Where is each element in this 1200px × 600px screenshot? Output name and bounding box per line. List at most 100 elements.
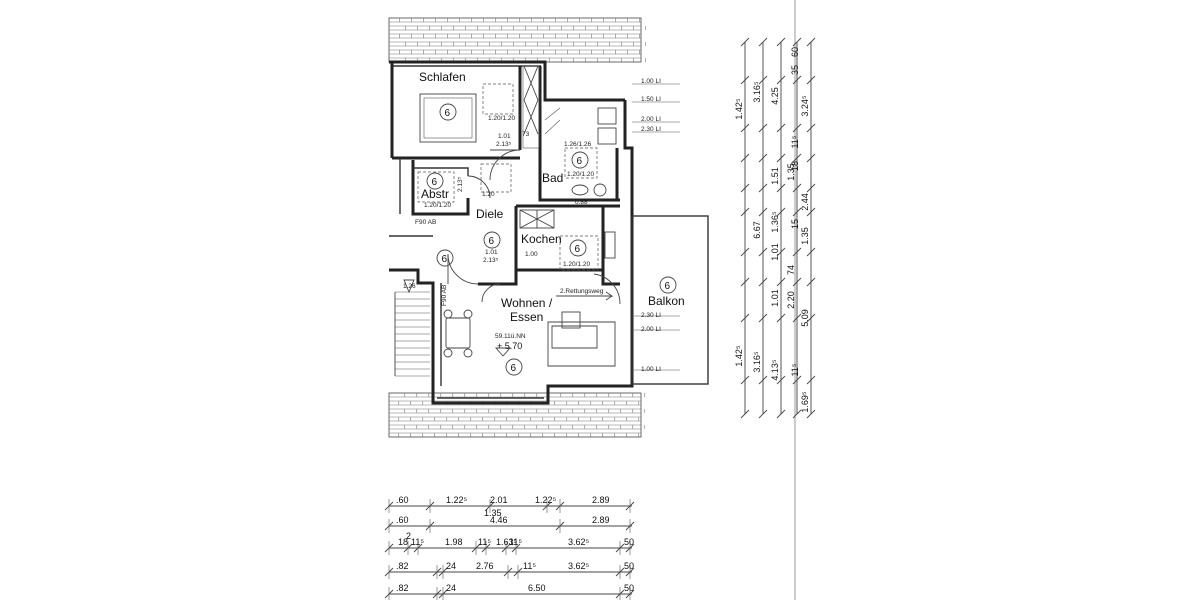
height-mark: 1.00 LI [641,78,661,85]
bottom-dim-label: 11⁵ [411,537,424,547]
room-balkon: Balkon [648,294,685,308]
height-marks [632,83,680,371]
note-elevation-ref: 59.11ü.NN [495,333,526,340]
bottom-dim-label: 24 [446,583,456,593]
bottom-dim-label: 11⁵ [523,561,536,571]
right-dim-label: 1.01 [770,289,780,307]
bottom-dim-label: 50 [624,583,634,593]
fixtures [394,65,709,385]
height-mark: 2.00 LI [641,326,661,333]
annotations: 2.Rettungsweg 59.11ü.NN + 5.70 F90 AB F9… [403,115,604,351]
bottom-dim-label: 1.63⁵ [496,537,518,547]
bottom-dim-label: 11⁵ [478,537,491,547]
marker-bad: 6 [577,156,583,167]
room-kochen: Kochen [521,232,562,246]
right-dim-label: 1.42⁵ [734,98,744,120]
bottom-dim-label: 4.46 [490,515,508,525]
right-dim-label: 1.01 [770,243,780,261]
marker-balkon: 6 [665,281,671,292]
bottom-dim-label: .60 [396,495,409,505]
marker-abstr: 6 [432,177,438,188]
bottom-dim-label: 3.62⁵ [568,537,590,547]
marker-kochen: 6 [575,244,581,255]
height-mark: 1.50 LI [641,96,661,103]
bottom-dim-label: 50 [624,537,634,547]
note-f90ab-vertical: F90 AB [441,285,448,306]
note-schlafen-door-a: 1.01 [498,133,511,140]
marker-wohnen: 6 [511,363,517,374]
bottom-dim-top: 2 [406,531,411,541]
bottom-dim-label: 6.50 [528,583,546,593]
right-dim-label: 35 [790,65,800,75]
right-dim-label: 6.67 [752,221,762,239]
height-mark: 2.00 LI [641,116,661,123]
right-dim-label: 60 [790,47,800,57]
roof-bottom [388,392,646,438]
right-dim-label: 11⁵ [790,135,800,148]
walls [389,60,634,405]
bottom-dim-label: .82 [396,561,409,571]
bottom-dim-label: 18 [398,537,408,547]
room-essen: Essen [510,310,543,324]
room-bad: Bad [542,171,563,185]
note-elevation: + 5.70 [497,341,522,351]
right-dim-label: 18 [790,161,800,171]
bottom-dim-label: .60 [396,515,409,525]
bottom-dim-label: 11⁵ [509,537,522,547]
room-markers: 6 6 6 6 6 6 6 6 [426,103,677,376]
right-dim-label: 1.51 [770,167,780,185]
height-mark: 2.30 LI [641,126,661,133]
note-schlafen-window: 1.20/1.20 [488,115,515,122]
room-labels: Schlafen Bad Abstr Diele Kochen Wohnen /… [419,70,685,324]
right-dim-label: 3.24⁵ [800,95,810,117]
right-dim-label: 1.35 [800,227,810,245]
right-dim-label: 3.16⁵ [752,81,762,103]
note-abstr-window: 1.20/1.20 [424,202,451,209]
bottom-dim-label: 1.22⁵ [446,495,468,505]
right-dim-label: 74 [786,265,796,275]
room-schlafen: Schlafen [419,70,466,84]
note-schlafen-door-b: 2.13⁵ [496,141,512,148]
marker-schlafen: 6 [445,108,451,119]
right-dim-label: 11⁵ [790,363,800,376]
right-dim-label: 4.25 [770,87,780,105]
note-f90ab: F90 AB [415,219,436,226]
bottom-dim-label: 2.01 [490,495,508,505]
marker-diele: 6 [489,236,495,247]
note-bad-window-small: 1.26/1.26 [564,141,591,148]
right-dim-label: 2.20 [786,291,796,309]
room-wohnen: Wohnen / [501,296,553,310]
bottom-dim-label: 3.62⁵ [568,561,590,571]
chairs [443,309,473,358]
note-diele-door-b: 2.13⁵ [483,257,499,264]
right-dim-label: 1.69⁵ [800,391,810,413]
height-mark: 1.00 LI [641,366,661,373]
note-bad-width: 0.88 [575,199,588,206]
note-door-73: 73 [522,131,530,138]
bottom-dim-label: 2.89 [592,495,610,505]
bottom-dim-label: 2.89 [592,515,610,525]
bottom-dim-sub: 1.35 [484,508,502,518]
right-dim-label: 1.35 [786,163,796,181]
bottom-dim-label: 24 [446,561,456,571]
bottom-dim-label: 2.76 [476,561,494,571]
roof-top [388,17,646,63]
note-kochen-window: 1.20/1.20 [563,261,590,268]
note-diele-door-a: 1.01 [485,249,498,256]
room-abstr: Abstr [421,187,449,201]
right-dim-label: 2.44 [800,193,810,211]
right-dim-label: 15 [790,219,800,229]
note-kochen-door: 1.00 [525,251,538,258]
right-dim-label: 3.16⁵ [752,351,762,373]
bottom-dim-label: .82 [396,583,409,593]
note-stair-door: 1.26 [403,283,416,290]
room-diele: Diele [476,207,504,221]
note-bad-window: 1.20/1.20 [567,171,594,178]
marker-stair: 6 [442,254,448,265]
height-mark: 2.30 LI [641,312,661,319]
right-dim-label: 4.13⁵ [770,359,780,381]
height-mark-labels: 1.00 LI 1.50 LI 2.00 LI 2.30 LI 2.30 LI 2.00 … [641,78,661,373]
doors [447,149,621,305]
